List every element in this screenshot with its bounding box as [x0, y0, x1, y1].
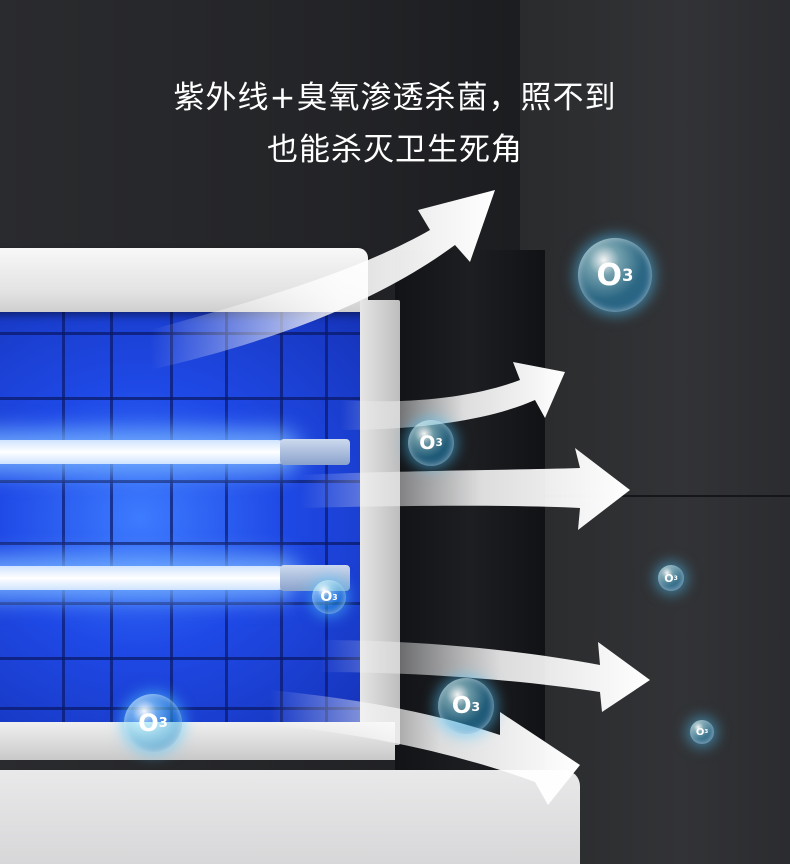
grille-bar: [0, 397, 365, 400]
arrow-lower-1: [320, 640, 650, 712]
arrow-up: [150, 190, 495, 370]
uv-tube-upper: [0, 440, 290, 464]
grille-bar: [0, 602, 365, 605]
arrow-middle-1: [340, 362, 565, 430]
uv-tube-lower: [0, 566, 290, 590]
marble-shelf: [0, 770, 580, 864]
background-wall-right: [520, 0, 790, 864]
arrow-middle-2: [300, 448, 630, 530]
grille-bar: [0, 707, 365, 710]
grille-bar: [170, 312, 173, 724]
grille-bar: [280, 312, 283, 724]
grille-bar: [0, 480, 365, 483]
headline-line-1: 紫外线+臭氧渗透杀菌，照不到: [173, 80, 617, 116]
tube-socket: [280, 439, 350, 465]
headline-line-2: 也能杀灭卫生死角: [267, 132, 523, 168]
grille-bar: [62, 312, 65, 724]
grille-bar: [0, 542, 365, 545]
arrow-lower-2: [270, 690, 580, 805]
grille-bar: [110, 312, 113, 724]
uv-glow-panel: [0, 312, 365, 724]
headline: 紫外线+臭氧渗透杀菌，照不到 也能杀灭卫生死角: [0, 72, 790, 176]
grille-bar: [325, 312, 328, 724]
grille-bar: [0, 657, 365, 660]
wall-seam: [540, 495, 790, 497]
grille-bar: [225, 312, 228, 724]
